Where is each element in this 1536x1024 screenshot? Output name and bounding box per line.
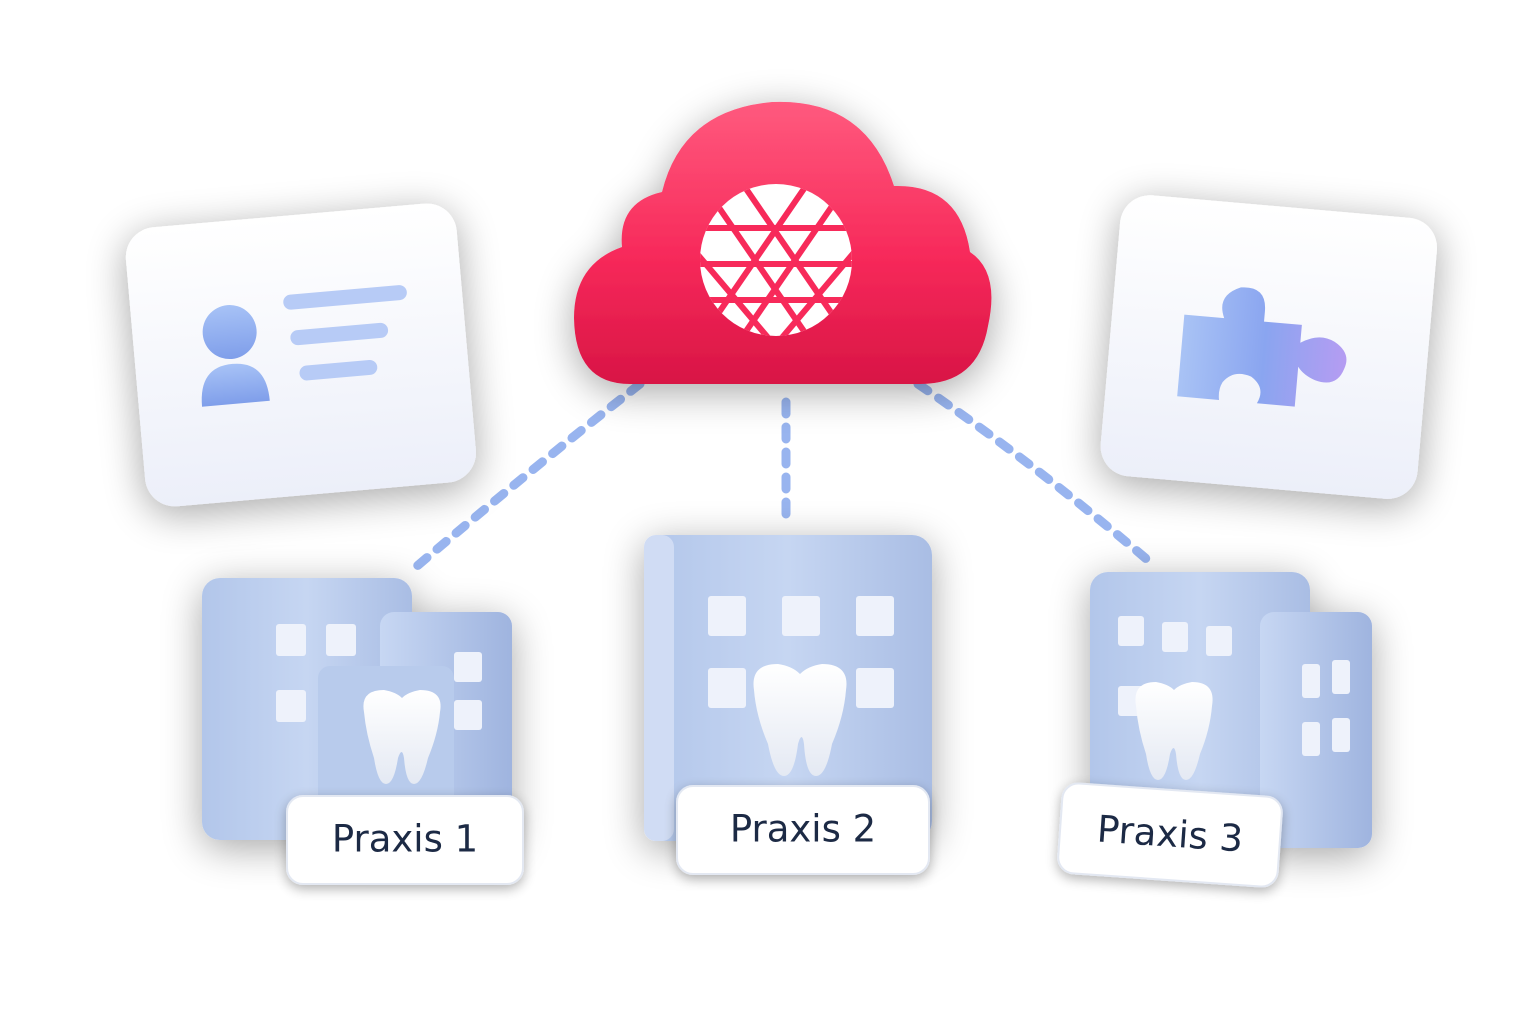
puzzle-piece-icon	[1177, 287, 1347, 407]
tooth-icon	[1135, 682, 1213, 780]
tooth-icon	[363, 690, 441, 784]
user-profile-card-icon	[125, 203, 476, 507]
label-praxis-1-text: Praxis 1	[332, 818, 478, 861]
user-avatar-body	[201, 363, 270, 407]
connector-praxis-3	[913, 379, 1155, 567]
tooth-icon	[753, 664, 847, 776]
connectors	[405, 379, 1155, 577]
cloud-with-network-globe-icon	[574, 101, 992, 385]
integration-card	[1100, 195, 1438, 499]
label-praxis-3: Praxis 3	[1057, 782, 1283, 888]
user-avatar-head	[202, 305, 257, 360]
label-praxis-1: Praxis 1	[286, 795, 524, 885]
building-praxis-3	[1090, 572, 1372, 848]
label-praxis-3-text: Praxis 3	[1096, 807, 1245, 860]
building-praxis-2	[644, 535, 932, 841]
label-praxis-2-text: Praxis 2	[730, 808, 876, 851]
connector-praxis-1	[405, 379, 645, 577]
label-praxis-2: Praxis 2	[676, 785, 930, 875]
